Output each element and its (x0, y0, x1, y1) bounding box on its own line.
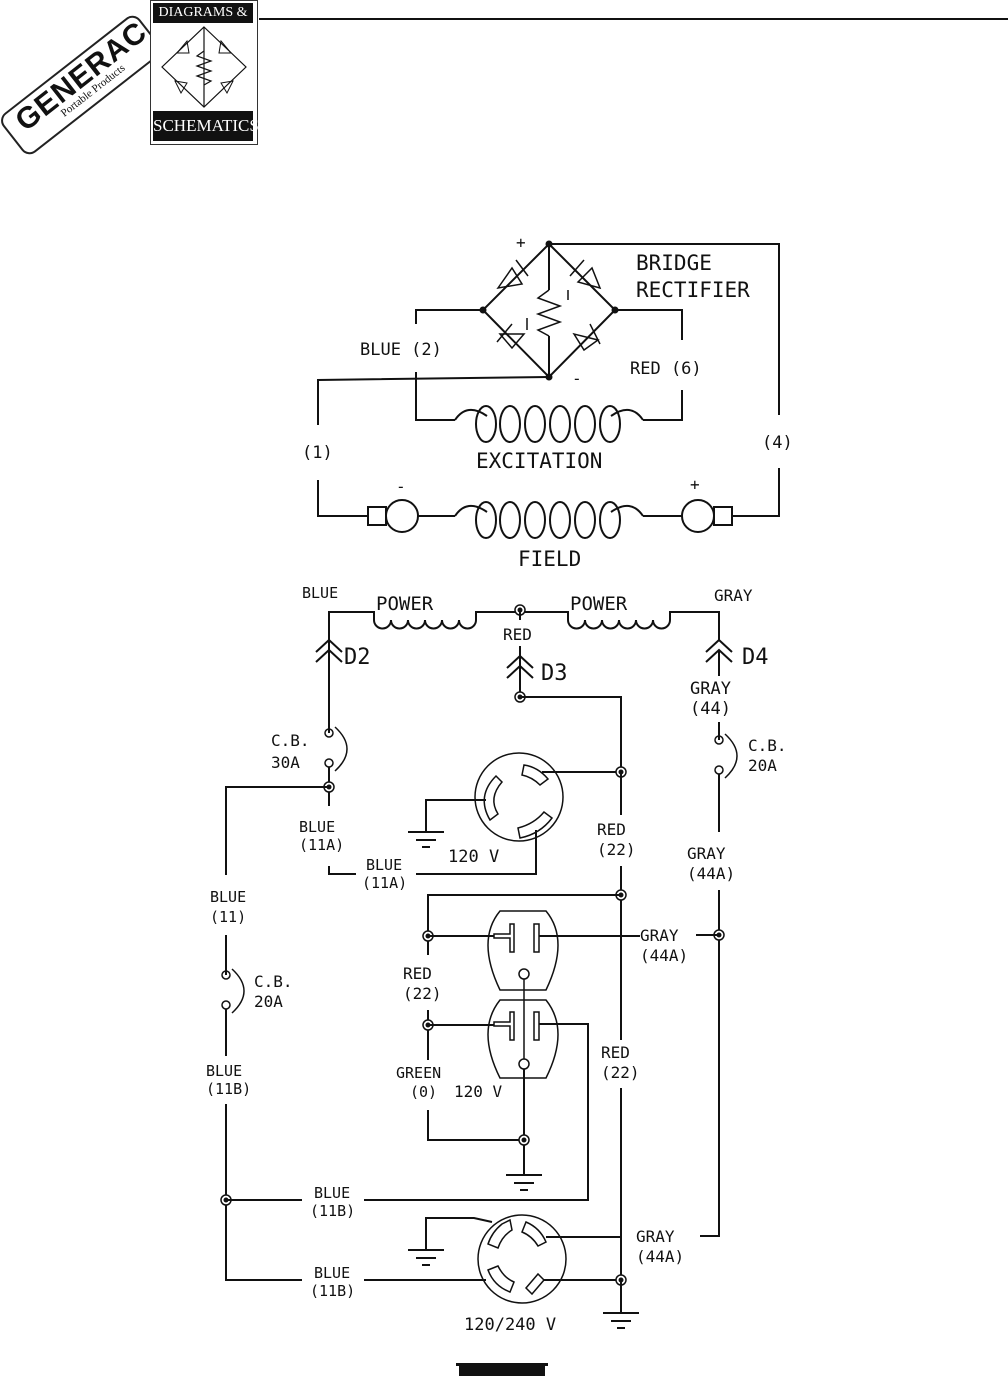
power-winding-2-label: POWER (570, 593, 628, 615)
twistlock-120-240v-label: 120/240 V (464, 1315, 556, 1335)
wire-4-label: (4) (762, 433, 793, 453)
blue-11a-b-label-line2: (11A) (362, 874, 407, 892)
circuit-breaker-20a-right-icon (714, 733, 738, 779)
power-gray-label: GRAY (714, 586, 753, 605)
wire-4-bottom (732, 468, 780, 517)
rectifier-title-line1: BRIDGE (636, 251, 712, 275)
slip-ring-right-icon (681, 499, 715, 533)
field-minus-label: - (396, 477, 406, 496)
cb30-label-line1: C.B. (271, 731, 310, 750)
slip-ring-left-icon (385, 499, 419, 533)
page-header: GENERAC Portable Products DIAGRAMS & SCH… (0, 0, 1008, 159)
blue-11a-label-line1: BLUE (299, 818, 335, 836)
twistlock-120v-label: 120 V (448, 847, 499, 867)
field-plus-label: + (690, 475, 700, 494)
green-0-label-line2: (0) (410, 1083, 437, 1101)
duplex-receptacle-icon (364, 910, 640, 1201)
bridge-rectifier: + - BRIDGE RECTIFIER (479, 233, 750, 388)
gray-44a-c-label-line1: GRAY (636, 1227, 675, 1246)
wire-1-bottom (317, 480, 368, 517)
cb20-left-label-line2: 20A (254, 992, 283, 1011)
blue-11a-b-label-line1: BLUE (366, 856, 402, 874)
power-winding-1 (328, 611, 520, 640)
d4-label: D4 (742, 645, 769, 670)
twistlock-receptacle-120-240v-icon (408, 1214, 621, 1304)
logo-top-text: DIAGRAMS & (153, 3, 253, 23)
power-winding-1-label: POWER (376, 593, 434, 615)
brush-right-icon (713, 506, 733, 526)
red-22-a-label-line1: RED (597, 820, 626, 839)
rectifier-minus-label: - (572, 369, 582, 388)
wire-1-top (317, 376, 550, 425)
diode-icon (496, 259, 529, 290)
red-6-label: RED (6) (630, 359, 702, 379)
gray-44a-a-label-line2: (44A) (687, 864, 735, 883)
circuit-breaker-20a-left-icon (221, 968, 245, 1014)
blue-11b-a-label-line1: BLUE (206, 1062, 242, 1080)
blue-11b-a-label-line2: (11B) (206, 1080, 251, 1098)
red-6-wire-top (615, 309, 683, 340)
excitation-winding (454, 405, 644, 443)
red-22-a-label-line2: (22) (597, 840, 636, 859)
circuit-breaker-30a-icon (324, 726, 348, 772)
blue-2-wire-top (415, 309, 483, 324)
brush-left-icon (367, 506, 387, 526)
blue-11-label-line2: (11) (210, 908, 246, 926)
gray-44-label-line1: GRAY (690, 679, 731, 699)
blue-2-wire-bottom (415, 372, 455, 421)
blue-11b-c-label-line1: BLUE (314, 1264, 350, 1282)
blue-11b-c-label-line2: (11B) (310, 1282, 355, 1300)
d2-label: D2 (344, 645, 371, 670)
cb20-right-label-line1: C.B. (748, 736, 787, 755)
diode-icon (569, 259, 602, 290)
red-22-c-label-line1: RED (601, 1043, 630, 1062)
wire-1-label: (1) (302, 443, 333, 463)
excitation-label: EXCITATION (476, 449, 602, 473)
bridge-rectifier-icon (161, 26, 247, 108)
gray-44a-b-label-line2: (44A) (640, 946, 688, 965)
d3-label: D3 (541, 661, 568, 686)
wire-4-top (549, 243, 780, 415)
duplex-120v-label: 120 V (454, 1082, 503, 1101)
page-footer-tab (456, 1363, 548, 1376)
diode-icon (572, 323, 601, 352)
blue-11a-label-line2: (11A) (299, 836, 344, 854)
power-red-tap-label: RED (503, 625, 532, 644)
diode-icon (496, 323, 526, 350)
logo-bottom-text: SCHEMATICS (153, 111, 259, 141)
rectifier-plus-label: + (516, 233, 526, 252)
blue-11b-b-label-line1: BLUE (314, 1184, 350, 1202)
cb30-label-line2: 30A (271, 753, 300, 772)
blue-11b-b-label-line2: (11B) (310, 1202, 355, 1220)
red-22-b-label-line2: (22) (403, 984, 442, 1003)
diagrams-schematics-logo: DIAGRAMS & SCHEMATICS (150, 0, 259, 145)
gray-44a-wire (700, 890, 720, 1237)
cb20-left-label-line1: C.B. (254, 972, 293, 991)
header-rule (259, 18, 1008, 20)
connector-d3-icon (506, 654, 534, 679)
cb20-right-label-line2: 20A (748, 756, 777, 775)
gray-44a-c-label-line2: (44A) (636, 1247, 684, 1266)
field-winding (367, 499, 733, 539)
red-6-wire-bottom (643, 390, 683, 421)
red-22-c-label-line2: (22) (601, 1063, 640, 1082)
blue-11a-wire-to-receptacle (416, 830, 537, 875)
rectifier-title-line2: RECTIFIER (636, 278, 750, 302)
gray-44-label-line2: (44) (690, 699, 731, 719)
blue-11a-wire (328, 866, 356, 875)
gray-44a-b-label-line1: GRAY (640, 926, 679, 945)
blue-2-label: BLUE (2) (360, 340, 442, 360)
field-label: FIELD (518, 547, 581, 571)
twistlock-receptacle-120v-icon (408, 752, 621, 848)
power-blue-label: BLUE (302, 584, 338, 602)
power-winding-2 (520, 611, 720, 640)
gray-44a-a-label-line1: GRAY (687, 844, 726, 863)
green-0-label-line1: GREEN (396, 1064, 441, 1082)
blue-11-label-line1: BLUE (210, 888, 246, 906)
red-22-b-label-line1: RED (403, 964, 432, 983)
